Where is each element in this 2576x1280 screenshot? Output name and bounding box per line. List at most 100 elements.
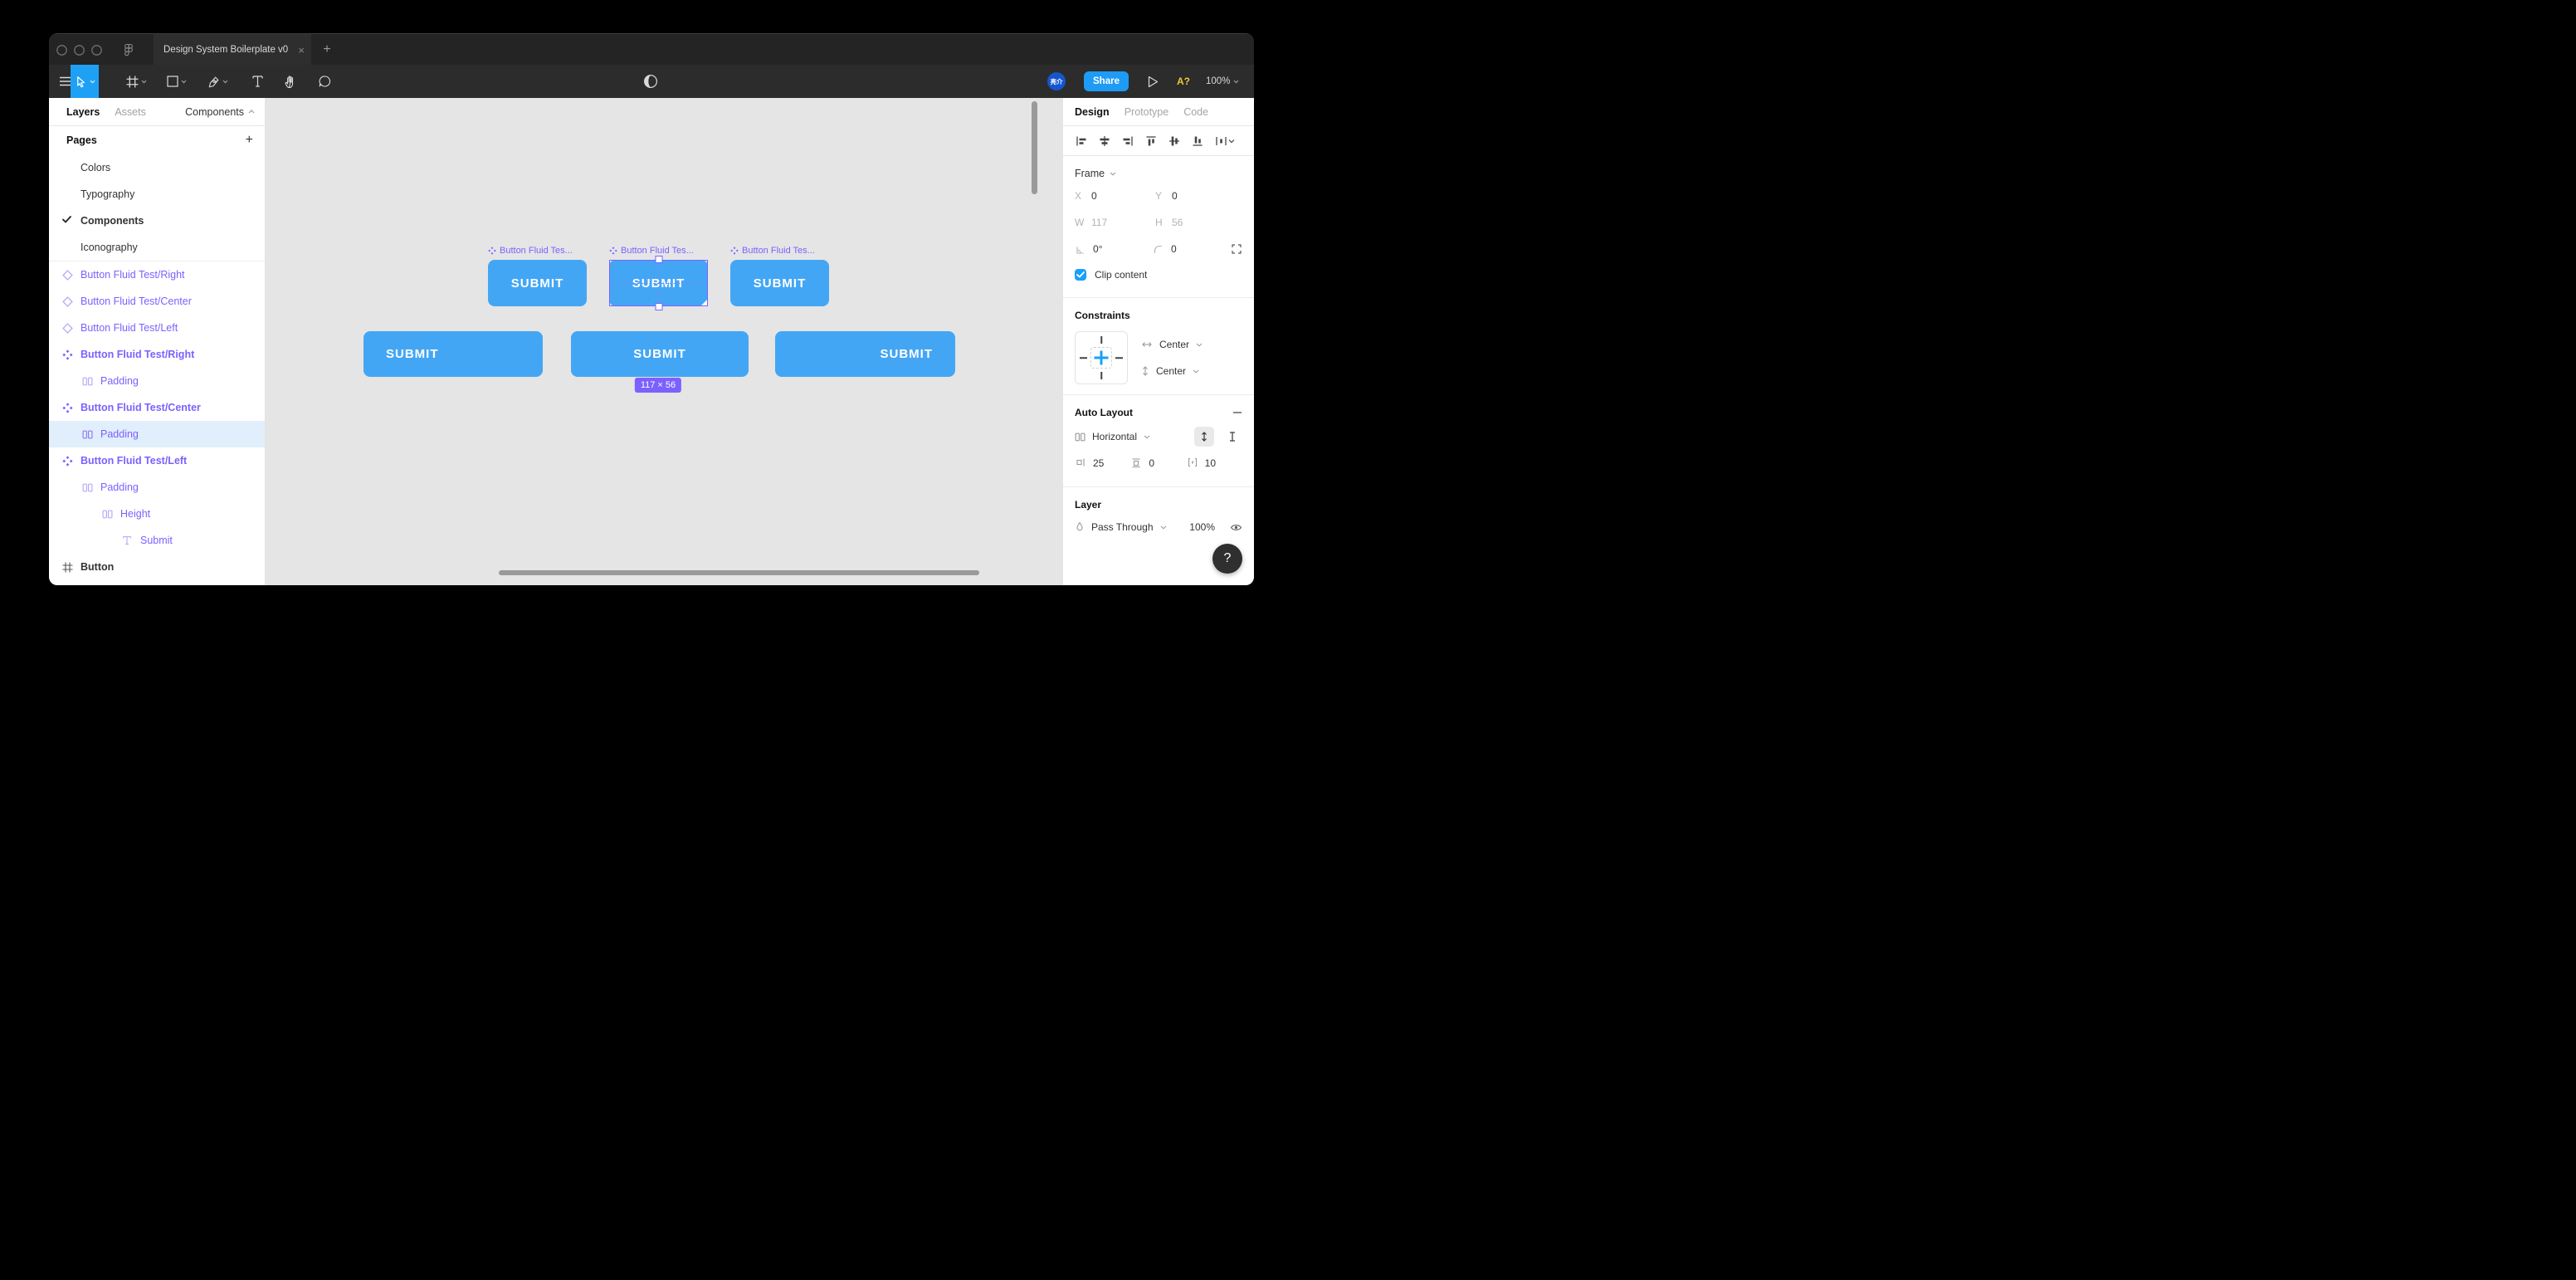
submit-button-fluid-left[interactable]: SUBMIT bbox=[363, 331, 543, 377]
layer-row[interactable]: Button Fluid Test/Left bbox=[49, 315, 265, 341]
layer-row-selected[interactable]: Padding bbox=[49, 421, 265, 447]
remove-auto-layout-button[interactable] bbox=[1232, 408, 1242, 418]
layer-row[interactable]: Height bbox=[49, 501, 265, 527]
independent-corners-button[interactable] bbox=[1231, 243, 1242, 255]
chevron-down-icon[interactable] bbox=[222, 80, 228, 84]
page-item-components[interactable]: Components bbox=[49, 208, 265, 234]
hug-height-toggle[interactable] bbox=[1194, 427, 1214, 447]
instance-label[interactable]: Button Fluid Tes... bbox=[730, 246, 827, 256]
layer-row[interactable]: Button bbox=[49, 554, 265, 580]
instance-label[interactable]: Button Fluid Tes... bbox=[609, 246, 705, 256]
rotation-field[interactable]: 0° bbox=[1075, 243, 1153, 255]
half-moon-icon bbox=[643, 74, 658, 89]
frame-type-dropdown[interactable]: Frame bbox=[1075, 164, 1242, 183]
minus-icon bbox=[1233, 412, 1242, 413]
vertical-padding-field[interactable]: 0 bbox=[1130, 457, 1186, 471]
constraints-header: Constraints bbox=[1075, 310, 1130, 321]
layer-row[interactable]: Button Fluid Test/Center bbox=[49, 394, 265, 421]
corner-resize-affordance[interactable] bbox=[701, 300, 707, 305]
document-tab[interactable]: Design System Boilerplate v0 × bbox=[154, 34, 311, 66]
tab-assets[interactable]: Assets bbox=[115, 105, 146, 118]
present-button[interactable] bbox=[1143, 65, 1163, 98]
window-zoom-circle[interactable] bbox=[91, 44, 102, 56]
align-top-button[interactable] bbox=[1139, 130, 1163, 152]
eye-icon[interactable] bbox=[1230, 523, 1242, 532]
layer-row[interactable]: Button Fluid Test/Center bbox=[49, 288, 265, 315]
pen-tool-button[interactable] bbox=[203, 65, 232, 98]
vertical-scrollbar[interactable] bbox=[1032, 101, 1037, 194]
component-icon bbox=[488, 247, 496, 255]
constraints-widget[interactable] bbox=[1075, 331, 1128, 384]
align-horizontal-center-button[interactable] bbox=[1093, 130, 1116, 152]
instance-label[interactable]: Button Fluid Tes... bbox=[488, 246, 584, 256]
new-tab-button[interactable]: + bbox=[323, 42, 331, 56]
share-button[interactable]: Share bbox=[1084, 71, 1129, 91]
submit-button-fluid-center[interactable]: SUBMIT bbox=[571, 331, 749, 377]
layer-row[interactable]: Padding bbox=[49, 474, 265, 501]
tab-design[interactable]: Design bbox=[1075, 105, 1110, 118]
chevron-down-icon[interactable] bbox=[141, 80, 147, 84]
tab-close-icon[interactable]: × bbox=[298, 43, 305, 56]
submit-button-component[interactable]: SUBMIT bbox=[488, 260, 587, 306]
horizontal-padding-field[interactable]: 25 bbox=[1075, 457, 1130, 471]
frame-layer-icon bbox=[62, 562, 74, 573]
frame-tool-button[interactable] bbox=[122, 65, 150, 98]
page-item-iconography[interactable]: Iconography bbox=[80, 242, 138, 253]
vertical-constraint-dropdown[interactable]: Center bbox=[1141, 359, 1203, 384]
layer-row[interactable]: Submit bbox=[49, 527, 265, 554]
window-close-circle[interactable] bbox=[56, 44, 67, 56]
align-bottom-button[interactable] bbox=[1186, 130, 1209, 152]
chevron-down-icon bbox=[1193, 369, 1199, 374]
user-avatar[interactable]: 亮介 bbox=[1047, 72, 1066, 90]
item-spacing-field[interactable]: 10 bbox=[1187, 457, 1242, 471]
spacing-icon bbox=[1187, 457, 1198, 471]
hand-tool-button[interactable] bbox=[279, 65, 302, 98]
tab-components[interactable]: Components bbox=[185, 106, 255, 118]
layer-row[interactable]: Button Fluid Test/Right bbox=[49, 341, 265, 368]
corner-radius-field[interactable]: 0 bbox=[1153, 243, 1231, 255]
canvas[interactable]: Button Fluid Tes... Button Fluid Tes... … bbox=[266, 98, 1062, 585]
vertical-padding-icon bbox=[1130, 457, 1142, 471]
text-baseline-toggle[interactable] bbox=[1222, 427, 1242, 447]
text-tool-button[interactable] bbox=[246, 65, 268, 98]
opacity-field[interactable]: 100% bbox=[1189, 521, 1215, 533]
align-left-button[interactable] bbox=[1070, 130, 1093, 152]
shape-tool-button[interactable] bbox=[163, 65, 191, 98]
component-icon bbox=[62, 455, 74, 467]
page-item-colors[interactable]: Colors bbox=[80, 162, 111, 173]
figma-logo-icon[interactable] bbox=[122, 43, 135, 61]
align-vertical-center-button[interactable] bbox=[1163, 130, 1186, 152]
tab-code[interactable]: Code bbox=[1183, 105, 1209, 118]
horizontal-constraint-dropdown[interactable]: Center bbox=[1141, 332, 1203, 357]
layer-row[interactable]: Button Fluid Test/Right bbox=[49, 261, 265, 288]
add-page-button[interactable]: + bbox=[245, 133, 253, 147]
resize-handle-bottom[interactable] bbox=[655, 303, 662, 310]
blend-mode-dropdown[interactable]: Pass Through bbox=[1075, 521, 1167, 533]
chevron-down-icon[interactable] bbox=[90, 80, 95, 84]
submit-button-fluid-right[interactable]: SUBMIT bbox=[775, 331, 955, 377]
horizontal-scrollbar[interactable] bbox=[499, 570, 979, 575]
clip-content-checkbox[interactable] bbox=[1075, 269, 1086, 281]
tab-prototype[interactable]: Prototype bbox=[1124, 105, 1169, 118]
auto-layout-direction-dropdown[interactable]: Horizontal bbox=[1075, 431, 1150, 442]
zoom-control[interactable]: 100% bbox=[1206, 65, 1239, 98]
clip-content-setting[interactable]: Clip content bbox=[1075, 262, 1242, 287]
resize-handle-top[interactable] bbox=[655, 256, 662, 263]
selected-component[interactable]: SUBMIT bbox=[609, 256, 708, 310]
help-button[interactable]: ? bbox=[1212, 544, 1242, 574]
chevron-down-icon[interactable] bbox=[181, 80, 187, 84]
layer-row[interactable]: Button Fluid Test/Left bbox=[49, 447, 265, 474]
layer-row[interactable]: Padding bbox=[49, 368, 265, 394]
distribute-button[interactable] bbox=[1209, 130, 1241, 152]
align-right-button[interactable] bbox=[1116, 130, 1139, 152]
theme-toggle-button[interactable] bbox=[640, 65, 661, 98]
move-tool-button[interactable] bbox=[71, 65, 99, 98]
comment-tool-button[interactable] bbox=[313, 65, 336, 98]
page-item-typography[interactable]: Typography bbox=[80, 188, 135, 200]
window-minimize-circle[interactable] bbox=[74, 44, 85, 56]
accessibility-button[interactable]: A? bbox=[1177, 76, 1190, 87]
tab-layers[interactable]: Layers bbox=[66, 105, 100, 118]
submit-button-component[interactable]: SUBMIT bbox=[730, 260, 829, 306]
